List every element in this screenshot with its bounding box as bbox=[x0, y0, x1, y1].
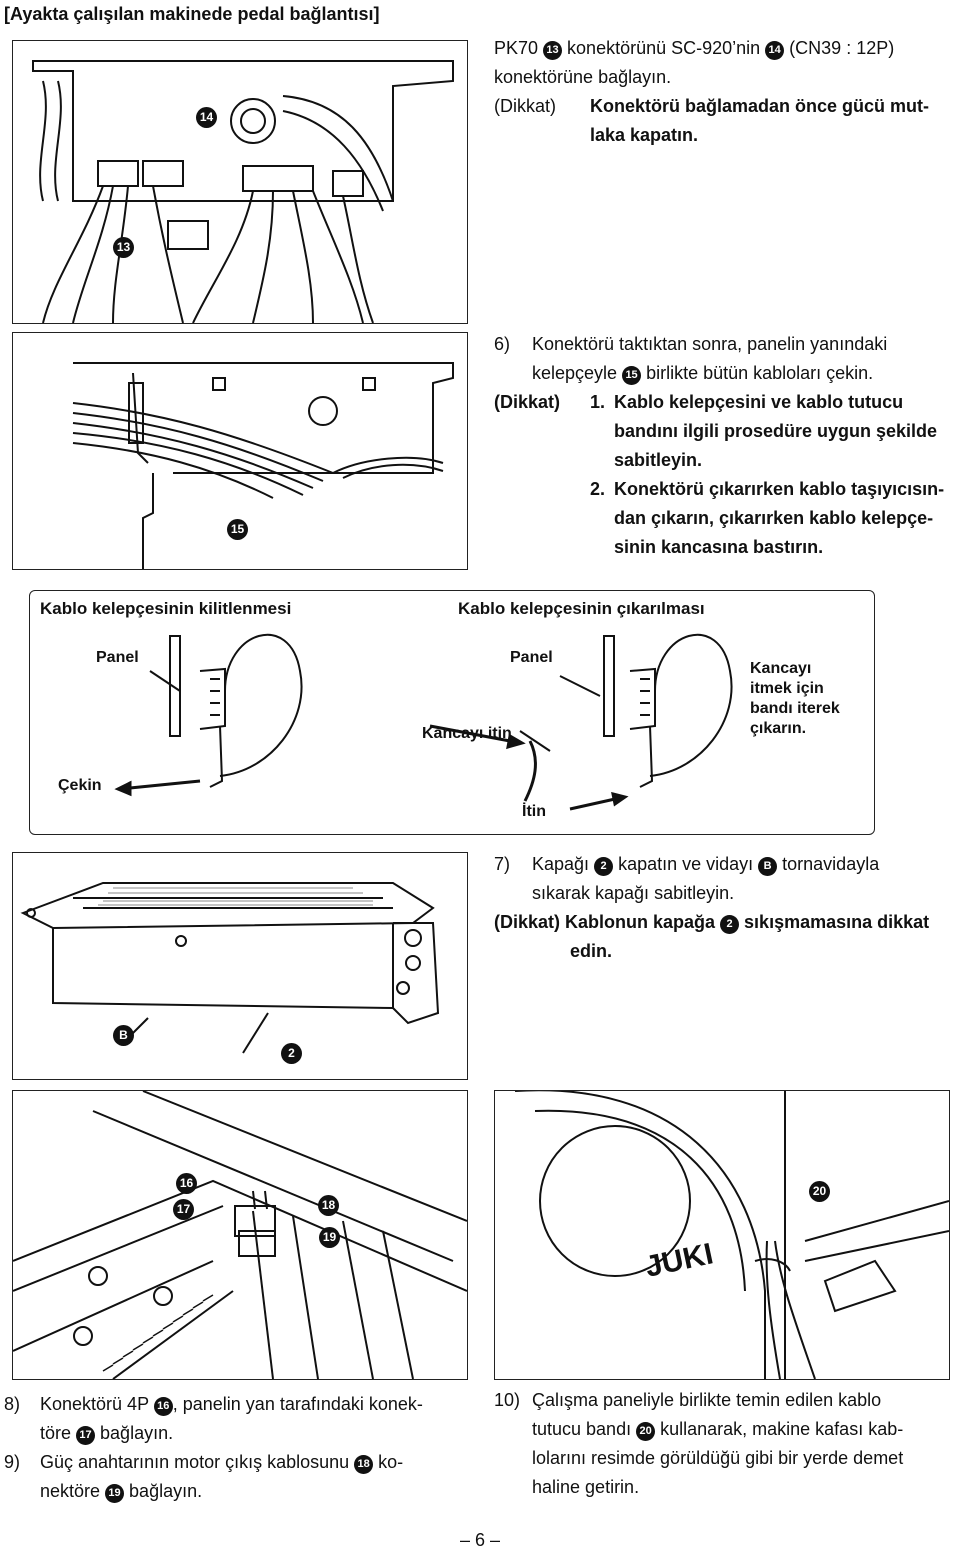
step8-line2: töre 17 bağlayın. bbox=[40, 1423, 174, 1445]
step6-note1: (Dikkat) 1. Kablo kelepçesini ve kablo t… bbox=[494, 392, 904, 412]
figure-motor-connectors: 16 17 18 19 bbox=[12, 1090, 468, 1380]
label-14: 14 bbox=[196, 107, 217, 128]
step10-instructions: 10) Çalışma paneliyle birlikte temin edi… bbox=[494, 1386, 954, 1502]
ref-17: 17 bbox=[76, 1426, 96, 1445]
label-panel-left: Panel bbox=[96, 649, 139, 666]
label-15: 15 bbox=[227, 519, 248, 540]
ref-2: 2 bbox=[594, 857, 614, 876]
label-B: B bbox=[113, 1025, 134, 1046]
ref-2-note: 2 bbox=[720, 915, 740, 934]
label-19: 19 bbox=[319, 1227, 340, 1248]
pk70-instructions: PK70 13 konektörünü SC-920’nin 14 (CN39 … bbox=[494, 34, 954, 150]
step10-line1: 10) Çalışma paneliyle birlikte temin edi… bbox=[494, 1390, 882, 1410]
label-cekin: Çekin bbox=[58, 777, 102, 794]
juki-logo: JUKI bbox=[642, 1237, 716, 1283]
page-number: – 6 – bbox=[460, 1530, 501, 1550]
ref-14: 14 bbox=[765, 41, 785, 60]
ref-15: 15 bbox=[622, 366, 642, 385]
step6-note2: 2. Konektörü çıkarırken kablo taşıyıcısı… bbox=[590, 479, 945, 499]
label-kancayi-itin: Kancayı itin bbox=[422, 725, 512, 742]
label-17: 17 bbox=[173, 1199, 194, 1220]
step6-line2: kelepçeyle 15 birlikte bütün kabloları ç… bbox=[532, 363, 874, 385]
figure-cable-clamp: 15 bbox=[12, 332, 468, 570]
figure-cover: B 2 bbox=[12, 852, 468, 1080]
step9-line2: nektöre 19 bağlayın. bbox=[40, 1481, 203, 1503]
pk70-line2: konektörüne bağlayın. bbox=[494, 67, 672, 87]
label-13: 13 bbox=[113, 237, 134, 258]
step9-line1: 9) Güç anahtarının motor çıkış kablosunu… bbox=[4, 1452, 404, 1474]
ref-B: B bbox=[758, 857, 778, 876]
motor-connectors-drawing bbox=[13, 1091, 467, 1379]
step7-instructions: 7) Kapağı 2 kapatın ve vidayı B tornavid… bbox=[494, 850, 954, 966]
step8-line1: 8) Konektörü 4P 16, panelin yan tarafınd… bbox=[4, 1394, 423, 1416]
machine-head-drawing: JUKI bbox=[515, 1091, 949, 1379]
step6-line1: 6) Konektörü taktıktan sonra, panelin ya… bbox=[494, 334, 888, 354]
clamp-lock-title: Kablo kelepçesinin kilitlenmesi bbox=[40, 599, 292, 618]
figure-connector-panel: 14 13 bbox=[12, 40, 468, 324]
cable-clamp-drawing bbox=[72, 362, 454, 569]
ref-20: 20 bbox=[636, 1422, 656, 1441]
label-16: 16 bbox=[176, 1173, 197, 1194]
steps-8-9: 8) Konektörü 4P 16, panelin yan tarafınd… bbox=[4, 1390, 474, 1506]
pk70-line1: PK70 13 konektörünü SC-920’nin 14 (CN39 … bbox=[494, 38, 895, 60]
ref-16: 16 bbox=[153, 1397, 173, 1416]
pk70-note: (Dikkat) Konektörü bağlamadan önce gücü … bbox=[494, 96, 930, 116]
step6-instructions: 6) Konektörü taktıktan sonra, panelin ya… bbox=[494, 330, 954, 562]
ref-13: 13 bbox=[543, 41, 563, 60]
label-panel-right: Panel bbox=[510, 649, 553, 666]
clamp-release-title: Kablo kelepçesinin çıkarılması bbox=[458, 599, 705, 618]
label-20: 20 bbox=[809, 1181, 830, 1202]
label-itin: İtin bbox=[522, 803, 546, 820]
figure-machine-head: JUKI 20 bbox=[494, 1090, 950, 1380]
section-heading: [Ayakta çalışılan makinede pedal bağlant… bbox=[4, 4, 380, 24]
step7-line1: 7) Kapağı 2 kapatın ve vidayı B tornavid… bbox=[494, 854, 880, 876]
ref-19: 19 bbox=[105, 1484, 125, 1503]
step7-note: (Dikkat) Kablonun kapağa 2 sıkışmamasına… bbox=[494, 912, 930, 934]
ref-18: 18 bbox=[354, 1455, 374, 1474]
cable-clamp-diagram-box: Kablo kelepçesinin kilitlenmesi Kablo ke… bbox=[29, 590, 875, 835]
step10-line2: tutucu bandı 20 kullanarak, makine kafas… bbox=[532, 1419, 904, 1441]
cover-drawing bbox=[20, 882, 440, 1054]
connector-panel-drawing bbox=[32, 60, 454, 323]
label-release-note: Kancayı itmek için bandı iterek çıkarın. bbox=[750, 660, 840, 737]
label-2: 2 bbox=[281, 1043, 302, 1064]
label-18: 18 bbox=[318, 1195, 339, 1216]
clamp-diagram-drawing bbox=[114, 633, 733, 811]
